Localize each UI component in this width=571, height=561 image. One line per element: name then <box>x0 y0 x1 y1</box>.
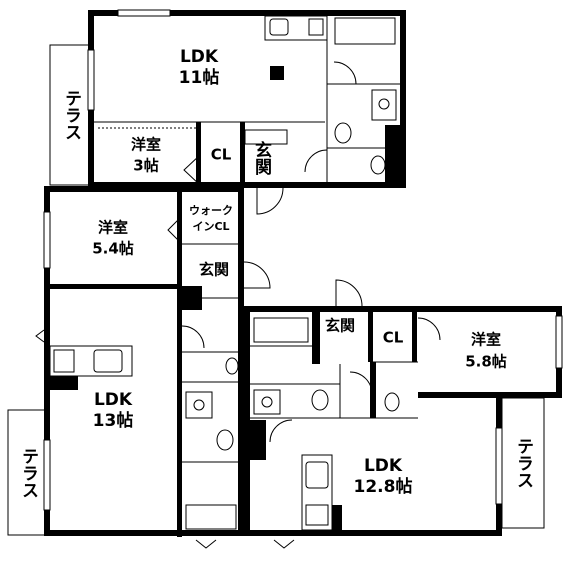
stove-a <box>308 18 324 36</box>
unit-a-terrace: テラス <box>61 90 81 141</box>
door-swing-a-2 <box>304 149 328 173</box>
unit-b-wall-right <box>238 186 244 536</box>
unit-b-wic-line2: インCL <box>192 220 229 233</box>
wall-c-kitchen-block <box>250 420 266 460</box>
door-swing-c-1 <box>349 371 373 395</box>
unit-b: 洋室 5.4帖 ウォーク インCL 玄関 LDK 13帖 テラス <box>7 186 271 549</box>
unit-a-ldk-size: 11帖 <box>179 67 220 88</box>
wall-a-wc <box>385 125 400 182</box>
basin-bowl-a <box>378 98 390 110</box>
wash-basin-c <box>253 389 281 415</box>
bathtub-b <box>185 504 237 530</box>
wall-c-kitchen-end <box>332 505 342 531</box>
window-b-1 <box>43 211 51 269</box>
unit-c-ldk-name: LDK <box>364 456 403 476</box>
unit-c-closet: CL <box>383 329 404 347</box>
entrance-step-a <box>244 129 288 145</box>
kitchen-counter-b <box>49 345 133 377</box>
unit-c-bedroom-size: 5.8帖 <box>465 353 507 371</box>
basin-bowl-b <box>193 399 205 411</box>
door-swing-b-4 <box>167 219 179 241</box>
unit-b-bedroom-name: 洋室 <box>98 219 128 237</box>
door-swing-b-2 <box>195 539 217 549</box>
unit-b-ldk-size: 13帖 <box>93 410 134 431</box>
terrace-a <box>49 44 93 186</box>
unit-a-bedroom-name: 洋室 <box>131 136 161 154</box>
kitchen-counter-c <box>301 454 333 531</box>
bathtub-c <box>253 317 309 343</box>
toilet-b <box>216 429 234 451</box>
window-c-2 <box>495 427 503 505</box>
unit-a-wall-bottom <box>88 182 406 188</box>
wall-b-wic <box>177 192 182 537</box>
door-swing-c-3 <box>269 419 293 443</box>
wall-c-cl-left <box>368 312 373 362</box>
sink-a <box>269 18 289 36</box>
unit-b-ldk-name: LDK <box>94 390 133 410</box>
wash-basin-b <box>185 391 213 419</box>
stove-b <box>53 349 75 373</box>
door-swing-b-1 <box>181 325 205 349</box>
unit-b-bedroom-size: 5.4帖 <box>92 240 134 258</box>
unit-c-wall-left <box>244 306 250 536</box>
door-swing-b-3 <box>35 329 45 343</box>
unit-a-wall-top <box>88 10 406 16</box>
door-swing-b-entrance <box>243 261 271 289</box>
door-swing-c-entrance <box>335 279 363 307</box>
unit-c: 玄関 CL 洋室 5.8帖 LDK 12.8帖 テラス <box>244 279 563 549</box>
wall-c-entrance <box>312 312 320 364</box>
unit-c-wall-top <box>244 306 562 312</box>
door-swing-c-2 <box>417 317 441 341</box>
unit-c-wall-step <box>418 392 562 398</box>
wall-a-cl-right <box>240 122 245 182</box>
wall-c-wc <box>370 362 376 418</box>
unit-b-terrace: テラス <box>18 448 38 499</box>
unit-c-entrance: 玄関 <box>325 317 355 335</box>
unit-a-entrance: 玄関 <box>251 140 272 175</box>
wall-a-cl-left <box>196 122 201 182</box>
unit-b-wall-left <box>44 186 50 536</box>
unit-c-ldk-size: 12.8帖 <box>354 476 413 497</box>
unit-a-bedroom-size: 3帖 <box>133 157 158 175</box>
wall-c-cl-right <box>412 312 417 362</box>
wall-b-kitchen <box>50 376 78 390</box>
unit-a-wall-right <box>400 10 406 188</box>
door-swing-a-entrance <box>256 187 284 215</box>
unit-b-wall-bottom <box>44 530 244 536</box>
unit-c-bedroom-name: 洋室 <box>471 331 501 349</box>
door-swing-c-4 <box>273 539 295 549</box>
wall-b-bedroom <box>50 284 180 289</box>
basin-bowl-c <box>261 396 273 408</box>
unit-a: LDK 11帖 洋室 3帖 CL 玄関 テラス <box>49 9 406 215</box>
unit-b-wic-line1: ウォーク <box>189 204 233 217</box>
kitchen-counter-a <box>264 15 328 41</box>
unit-a-ldk-name: LDK <box>180 47 219 67</box>
unit-c-wall-bottom <box>244 530 502 536</box>
terrace-c <box>501 397 545 529</box>
wall-a-kitchen-block <box>270 66 284 80</box>
toilet-c-2 <box>384 392 400 412</box>
bathtub-a <box>334 17 396 45</box>
window-b-2 <box>43 439 51 511</box>
door-swing-a-1 <box>333 61 357 85</box>
unit-a-closet: CL <box>211 146 232 164</box>
stove-c <box>305 504 329 526</box>
toilet-a-2 <box>370 155 386 175</box>
toilet-a <box>334 122 352 144</box>
wash-basin-a <box>371 89 397 121</box>
toilet-b-2 <box>225 357 239 375</box>
window-a-left <box>87 49 95 111</box>
window-a-top <box>117 9 171 17</box>
sink-b <box>93 349 123 373</box>
toilet-c <box>311 389 329 411</box>
unit-c-terrace: テラス <box>513 438 533 489</box>
sink-c <box>305 461 329 489</box>
unit-b-wall-top <box>44 186 244 192</box>
window-c-1 <box>555 315 563 369</box>
door-swing-a-cl <box>183 154 201 186</box>
unit-b-entrance: 玄関 <box>199 261 229 279</box>
